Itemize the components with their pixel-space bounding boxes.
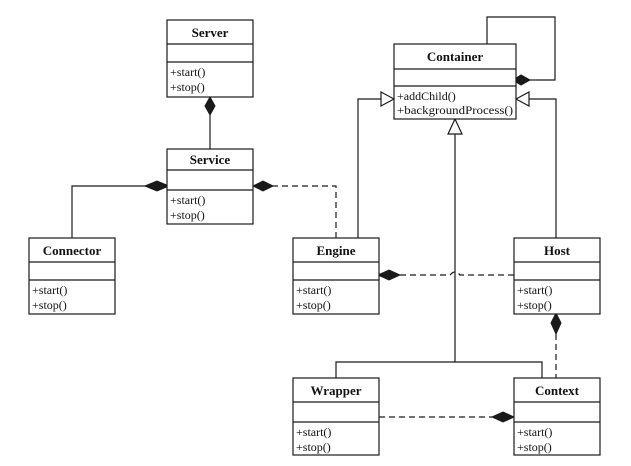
host-generalization-line xyxy=(529,98,557,238)
engine-generalization-line xyxy=(357,98,381,238)
class-container: Container +addChild() +backgroundProcess… xyxy=(393,43,517,120)
class-name-container: Container xyxy=(427,49,484,64)
operation-start: +start() xyxy=(517,425,552,439)
service-right-composition-diamond xyxy=(251,180,275,192)
operation-stop: +stop() xyxy=(296,440,331,454)
container-self-composition-diamond xyxy=(512,74,532,86)
operation-start: +start() xyxy=(296,283,331,297)
service-left-composition-diamond xyxy=(143,180,171,192)
container-self-composition-line xyxy=(486,16,556,81)
class-name-context: Context xyxy=(535,383,580,398)
class-name-wrapper: Wrapper xyxy=(310,383,361,398)
class-server: Server +start() +stop() xyxy=(166,19,254,98)
class-connector: Connector +start() +stop() xyxy=(28,237,116,315)
class-name-service: Service xyxy=(190,152,231,167)
engine-generalization-arrowhead xyxy=(380,90,396,108)
operation-start: +start() xyxy=(517,283,552,297)
operation-stop: +stop() xyxy=(32,298,67,312)
class-wrapper: Wrapper +start() +stop() xyxy=(292,377,380,456)
class-engine: Engine +start() +stop() xyxy=(292,237,380,315)
class-name-host: Host xyxy=(544,243,571,258)
class-name-connector: Connector xyxy=(43,243,102,258)
engine-composition-diamond xyxy=(376,269,402,281)
class-context: Context +start() +stop() xyxy=(513,377,601,456)
engine-service-dashed-line xyxy=(272,185,337,238)
trunk-generalization-arrowhead xyxy=(447,117,463,135)
operation-backgroundprocess: +backgroundProcess() xyxy=(397,103,513,117)
host-composition-diamond xyxy=(550,311,562,336)
operation-start: +start() xyxy=(296,425,331,439)
class-host: Host +start() +stop() xyxy=(513,237,601,315)
class-name-engine: Engine xyxy=(316,243,355,258)
operation-start: +start() xyxy=(170,193,205,207)
host-engine-dashed-line xyxy=(400,271,514,276)
operation-addchild: +addChild() xyxy=(397,89,456,103)
host-generalization-arrowhead xyxy=(514,90,530,108)
operation-start: +start() xyxy=(170,65,205,79)
connector-service-composition-line xyxy=(71,185,147,238)
context-composition-diamond xyxy=(490,411,516,423)
operation-stop: +stop() xyxy=(296,298,331,312)
server-composition-diamond xyxy=(204,95,216,117)
class-service: Service +start() +stop() xyxy=(166,148,254,225)
operation-stop: +stop() xyxy=(170,208,205,222)
operation-stop: +stop() xyxy=(170,80,205,94)
operation-stop: +stop() xyxy=(517,440,552,454)
class-name-server: Server xyxy=(192,25,229,40)
wrapper-generalization-branch xyxy=(335,361,543,378)
operation-start: +start() xyxy=(32,283,67,297)
operation-stop: +stop() xyxy=(517,298,552,312)
